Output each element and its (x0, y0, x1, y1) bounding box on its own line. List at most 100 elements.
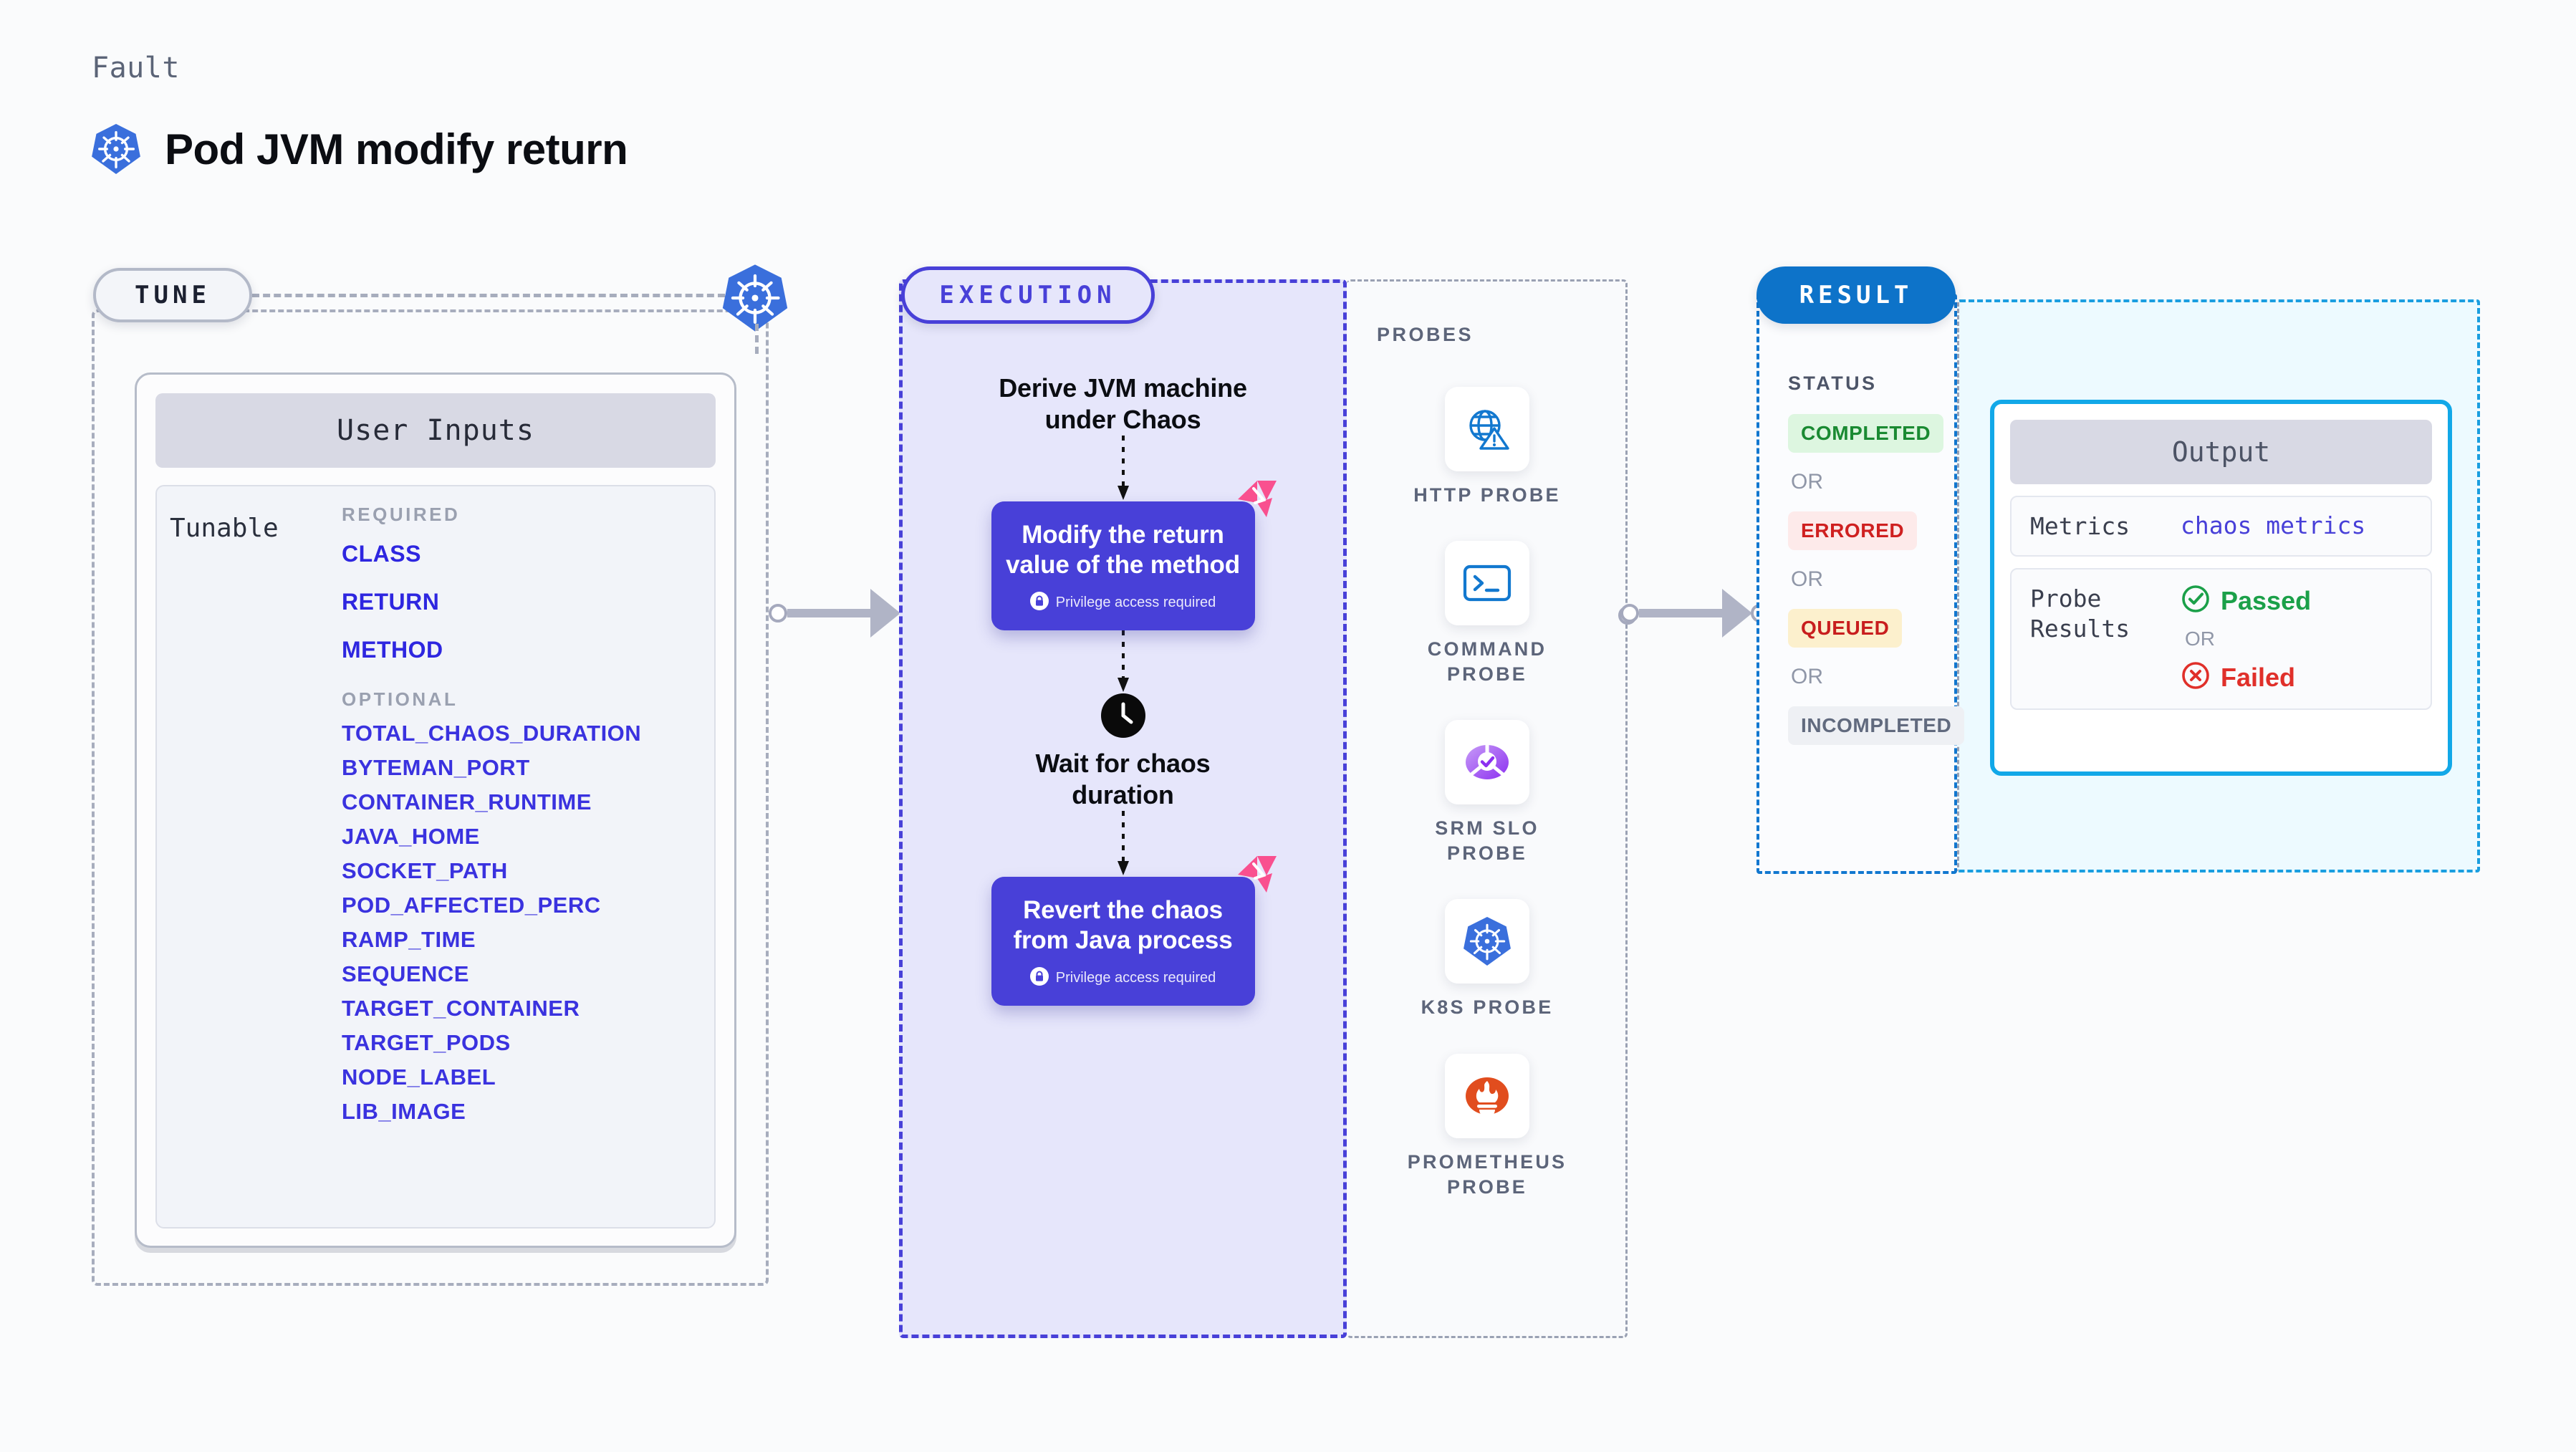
tune-connector-line (252, 294, 725, 297)
connector-bar (1639, 609, 1722, 617)
connector-dot-start (1620, 604, 1639, 622)
probe-name: K8S PROBE (1421, 996, 1554, 1019)
status-or-label: OR (1791, 470, 1823, 494)
kubernetes-icon (1445, 899, 1529, 984)
result-chip[interactable]: RESULT (1756, 266, 1956, 324)
tunable-optional-item[interactable]: SOCKET_PATH (342, 858, 508, 883)
optional-group-label: OPTIONAL (342, 688, 458, 710)
tunable-optional-item[interactable]: RAMP_TIME (342, 927, 476, 952)
required-group-label: REQUIRED (342, 504, 461, 525)
probe-results-values: Passed OR Failed (2181, 584, 2311, 694)
lock-icon (1029, 966, 1049, 990)
tunable-optional-item[interactable]: CONTAINER_RUNTIME (342, 789, 592, 814)
tunable-box: Tunable REQUIRED CLASS RETURN METHOD OPTIO… (155, 485, 716, 1229)
metrics-key: Metrics (2030, 512, 2130, 540)
connector-arrowhead (1722, 589, 1752, 638)
x-circle-icon (2181, 660, 2211, 694)
probe-result-failed-text: Failed (2221, 662, 2296, 692)
tunable-optional-item[interactable]: TARGET_CONTAINER (342, 996, 580, 1021)
tune-chip[interactable]: TUNE (93, 268, 252, 322)
status-badge: ERRORED (1788, 511, 1918, 550)
modify-return-privilege-text: Privilege access required (1055, 595, 1216, 611)
metrics-row: Metrics chaos metrics (2010, 496, 2432, 557)
tunable-optional-item[interactable]: POD_AFFECTED_PERC (342, 893, 601, 918)
user-inputs-header: User Inputs (155, 393, 716, 468)
execution-chip[interactable]: EXECUTION (901, 266, 1155, 324)
connector-tune-to-execution (769, 589, 918, 638)
litmus-icon (1235, 854, 1279, 899)
optional-items-list: TOTAL_CHAOS_DURATION BYTEMAN_PORT CONTAINE… (342, 716, 707, 1129)
arrow-modify-to-wait (899, 630, 1347, 693)
revert-chaos-privilege-text: Privilege access required (1055, 970, 1216, 986)
revert-chaos-privilege-row: Privilege access required (1006, 966, 1241, 990)
tunable-label: Tunable (170, 514, 279, 543)
check-circle-icon (2181, 584, 2211, 617)
probe-item[interactable]: K8S PROBE (1421, 899, 1554, 1020)
tunable-required-item[interactable]: CLASS (342, 541, 421, 567)
probe-result-failed: Failed (2181, 660, 2311, 694)
tunable-optional-item[interactable]: NODE_LABEL (342, 1064, 496, 1090)
modify-return-privilege-row: Privilege access required (1006, 591, 1241, 615)
probe-item[interactable]: HTTP PROBE (1413, 387, 1561, 508)
srm-slo-icon (1445, 720, 1529, 805)
connector-bar (787, 609, 870, 617)
status-or-label: OR (1791, 665, 1823, 688)
output-card-header: Output (2010, 420, 2432, 484)
prometheus-icon (1445, 1053, 1529, 1138)
execution-panel (899, 279, 1347, 1338)
probe-result-or: OR (2185, 628, 2215, 650)
tune-kubernetes-icon (722, 264, 788, 336)
required-items-list: CLASS RETURN METHOD (342, 530, 707, 674)
litmus-icon (1235, 479, 1279, 524)
tunable-optional-item[interactable]: TOTAL_CHAOS_DURATION (342, 721, 642, 746)
lock-icon (1029, 591, 1049, 615)
arrow-wait-to-revert (899, 810, 1347, 877)
probes-title: PROBES (1377, 324, 1474, 345)
connector-dot-start (769, 604, 787, 622)
tunable-optional-item[interactable]: TARGET_PODS (342, 1030, 511, 1055)
terminal-icon (1444, 541, 1529, 626)
probe-result-passed: Passed (2181, 584, 2311, 617)
connector-execution-to-result (1620, 589, 1769, 638)
tune-connector-stub (755, 324, 759, 354)
tunable-optional-item[interactable]: BYTEMAN_PORT (342, 755, 530, 780)
page-title: Pod JVM modify return (165, 125, 628, 173)
result-panel (1756, 294, 1957, 874)
kubernetes-icon (92, 123, 140, 175)
tunable-required-item[interactable]: RETURN (342, 589, 440, 615)
tune-panel (92, 309, 769, 1286)
probe-name: HTTP PROBE (1413, 484, 1561, 506)
metrics-value[interactable]: chaos metrics (2181, 511, 2366, 539)
status-badge: QUEUED (1788, 609, 1903, 648)
connector-arrowhead (870, 589, 900, 638)
user-inputs-card: User Inputs Tunable REQUIRED CLASS RETURN… (135, 372, 736, 1248)
status-badge: INCOMPLETED (1788, 706, 1965, 745)
clock-icon (899, 693, 1347, 738)
tunable-required-item[interactable]: METHOD (342, 637, 443, 663)
tunable-optional-item[interactable]: LIB_IMAGE (342, 1099, 466, 1124)
globe-warning-icon (1445, 387, 1529, 471)
tunable-optional-item[interactable]: SEQUENCE (342, 961, 469, 986)
status-or-label: OR (1791, 567, 1823, 591)
arrow-derive-to-modify (899, 435, 1347, 501)
tunable-optional-item[interactable]: JAVA_HOME (342, 824, 480, 849)
status-label: STATUS (1788, 372, 1878, 394)
